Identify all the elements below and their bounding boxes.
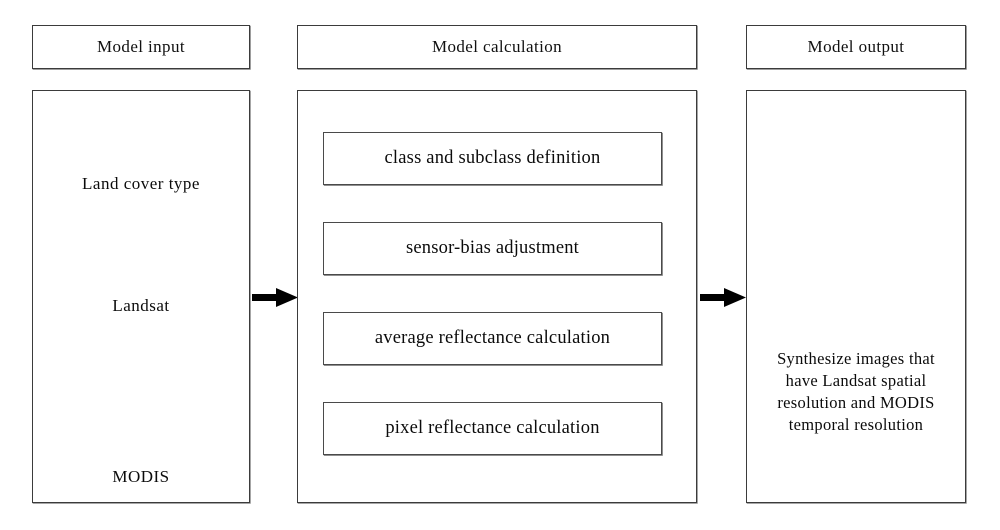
process-box-class-and-subclass-definition[interactable]: class and subclass definition — [323, 132, 662, 185]
header-box-model-input: Model input — [32, 25, 250, 69]
header-box-model-output: Model output — [746, 25, 966, 69]
arrow-calculation-to-output — [700, 288, 746, 307]
process-box-average-reflectance-calculation[interactable]: average reflectance calculation — [323, 312, 662, 365]
process-label-step-3: average reflectance calculation — [374, 328, 611, 348]
process-label-step-4: pixel reflectance calculation — [385, 418, 600, 438]
header-label-model-calculation: Model calculation — [431, 37, 562, 56]
panel-model-output — [746, 90, 966, 503]
output-caption: Synthesize images that have Landsat spat… — [755, 348, 957, 436]
output-caption-line-4: temporal resolution — [788, 415, 924, 434]
output-caption-line-1: Synthesize images that — [777, 349, 935, 368]
output-caption-line-2: have Landsat spatial — [785, 371, 927, 390]
stack-label-land-cover-type: Land cover type — [82, 174, 200, 193]
arrow-input-to-calculation — [252, 288, 298, 307]
process-label-step-2: sensor-bias adjustment — [405, 238, 580, 258]
process-box-sensor-bias-adjustment[interactable]: sensor-bias adjustment — [323, 222, 662, 275]
stack-label-modis: MODIS — [112, 467, 170, 486]
header-box-model-calculation: Model calculation — [297, 25, 697, 69]
header-label-model-input: Model input — [97, 37, 185, 56]
header-label-model-output: Model output — [807, 37, 905, 56]
panel-model-input — [32, 90, 250, 503]
stack-label-landsat: Landsat — [112, 296, 170, 315]
process-label-step-1: class and subclass definition — [384, 148, 601, 168]
process-box-pixel-reflectance-calculation[interactable]: pixel reflectance calculation — [323, 402, 662, 455]
output-caption-line-3: resolution and MODIS — [777, 393, 935, 412]
